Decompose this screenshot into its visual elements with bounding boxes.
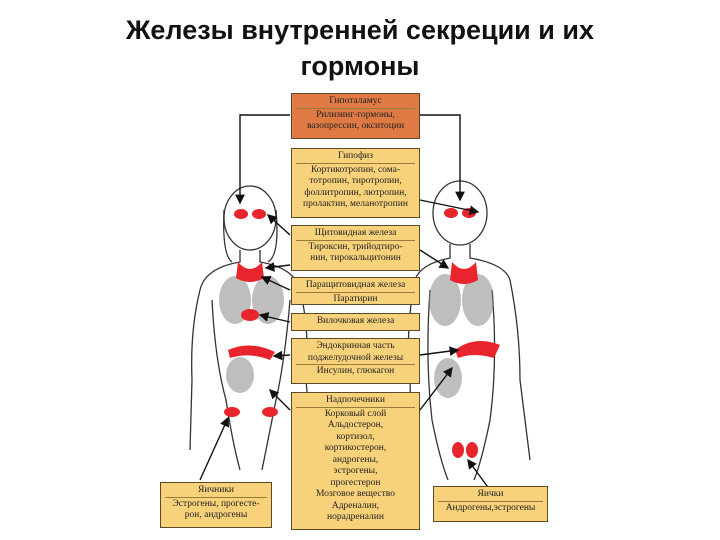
- male-figure: [407, 180, 531, 481]
- endocrine-glands: [224, 208, 500, 458]
- ovaries-line-1: Эстрогены, прогесте-: [172, 498, 260, 509]
- thyroid-line-2: нин, тирокальцитонин: [310, 253, 401, 263]
- pituitary-heading: Гипофиз: [296, 151, 415, 164]
- pancreas-heading: Эндокринная часть поджелудочной железы: [296, 341, 415, 365]
- female-ovary-right: [262, 407, 278, 417]
- hypothalamus-heading: Гипоталамус: [296, 96, 415, 109]
- arrow-pancreas-female: [272, 350, 291, 361]
- pituitary-line-3: фоллитропин, лютропин,: [304, 187, 407, 198]
- arrow-testes: [467, 458, 491, 491]
- ovaries-line-2: рон, андрогены: [184, 510, 248, 520]
- pancreas-line-1: Инсулин, глюкагон: [316, 366, 395, 376]
- male-pancreas: [455, 341, 500, 358]
- hypothalamus-box: Гипоталамус Рилизинг-гормоны, вазопресси…: [291, 93, 420, 139]
- male-testis-right: [466, 442, 478, 458]
- adrenal-line-8: Мозговое вещество: [316, 489, 395, 499]
- female-lung-right: [252, 276, 284, 324]
- pituitary-line-4: пролактин, меланотропин: [303, 199, 408, 209]
- connector-arrows: [199, 114, 491, 491]
- testes-line-1: Андрогены,эстрогены: [445, 502, 536, 513]
- arrow-pituitary-male: [419, 199, 480, 216]
- adrenal-line-6: эстрогены,: [333, 466, 378, 476]
- arrow-parathyroid-female: [260, 276, 291, 291]
- adrenal-line-3: кортизол,: [336, 431, 375, 442]
- female-ovary-left: [224, 407, 240, 417]
- adrenal-line-10: норадреналин: [327, 512, 384, 522]
- adrenal-line-5: андрогены,: [332, 454, 379, 465]
- adrenal-line-7: прогестерон: [330, 477, 381, 488]
- male-torso: [427, 289, 496, 481]
- arrow-pituitary-female: [266, 214, 291, 236]
- male-pituitary-left: [444, 208, 458, 218]
- adrenal-box: Надпочечники Корковый слой Альдостерон, …: [291, 392, 420, 530]
- thyroid-line-1: Тироксин, трийодтиро-: [308, 241, 403, 252]
- parathyroid-heading: Паращитовидная железа: [296, 280, 415, 293]
- female-thymus: [241, 309, 259, 321]
- arrow-thymus-female: [258, 312, 291, 323]
- pituitary-box: Гипофиз Кортикотропин, сома- тотропин, т…: [291, 148, 420, 218]
- pancreas-box: Эндокринная часть поджелудочной железы И…: [291, 338, 420, 384]
- male-testis-left: [452, 442, 464, 458]
- arrow-thyroid-male: [419, 249, 450, 269]
- female-pituitary-right: [252, 209, 266, 219]
- parathyroid-box: Паращитовидная железа Паратирин: [291, 277, 420, 305]
- thymus-heading: Вилочковая железа: [316, 316, 395, 326]
- male-thyroid: [450, 262, 478, 284]
- thyroid-heading: Щитовидная железа: [296, 228, 415, 241]
- ovaries-heading: Яичники: [165, 485, 267, 498]
- hypothalamus-line-2: вазопрессин, окситоцин: [306, 121, 405, 131]
- thymus-box: Вилочковая железа: [291, 313, 420, 331]
- male-lung-right: [462, 274, 494, 326]
- thyroid-box: Щитовидная железа Тироксин, трийодтиро- …: [291, 225, 420, 271]
- arrow-hypothalamus-female: [235, 114, 290, 205]
- female-kidney: [226, 357, 254, 393]
- female-hair: [223, 209, 278, 263]
- pituitary-line-2: тотропин, тиротропин,: [309, 176, 402, 186]
- slide-title-line-1: Железы внутренней секреции и их: [126, 15, 594, 45]
- female-pancreas: [228, 345, 275, 360]
- arrow-adrenal-male: [419, 366, 453, 411]
- slide-title-line-2: гормоны: [300, 51, 420, 81]
- arrow-pancreas-male: [419, 346, 460, 356]
- adrenal-line-1: Корковый слой: [324, 408, 387, 419]
- female-thyroid: [236, 262, 264, 282]
- adrenal-heading: Надпочечники: [296, 395, 415, 408]
- arrow-hypothalamus-male: [420, 114, 465, 202]
- adrenal-line-4: кортикостерон,: [324, 443, 387, 453]
- female-head: [223, 185, 277, 251]
- hypothalamus-line-1: Рилизинг-гормоны,: [316, 109, 395, 120]
- pituitary-line-1: Кортикотропин, сома-: [310, 164, 401, 175]
- female-pituitary-left: [234, 209, 248, 219]
- arrow-thyroid-female: [264, 262, 291, 272]
- testes-box: Яички Андрогены,эстрогены: [433, 486, 548, 522]
- arrow-adrenal-female: [269, 389, 291, 411]
- male-kidney: [434, 358, 462, 398]
- female-torso: [211, 299, 291, 471]
- testes-heading: Яички: [438, 489, 543, 502]
- parathyroid-line-1: Паратирин: [333, 293, 378, 304]
- adrenal-line-2: Альдостерон,: [327, 420, 384, 430]
- ovaries-box: Яичники Эстрогены, прогесте- рон, андрог…: [160, 482, 272, 528]
- arrow-ovaries: [199, 416, 230, 481]
- adrenal-line-9: Адреналин,: [331, 500, 380, 511]
- male-lung-left: [429, 274, 461, 326]
